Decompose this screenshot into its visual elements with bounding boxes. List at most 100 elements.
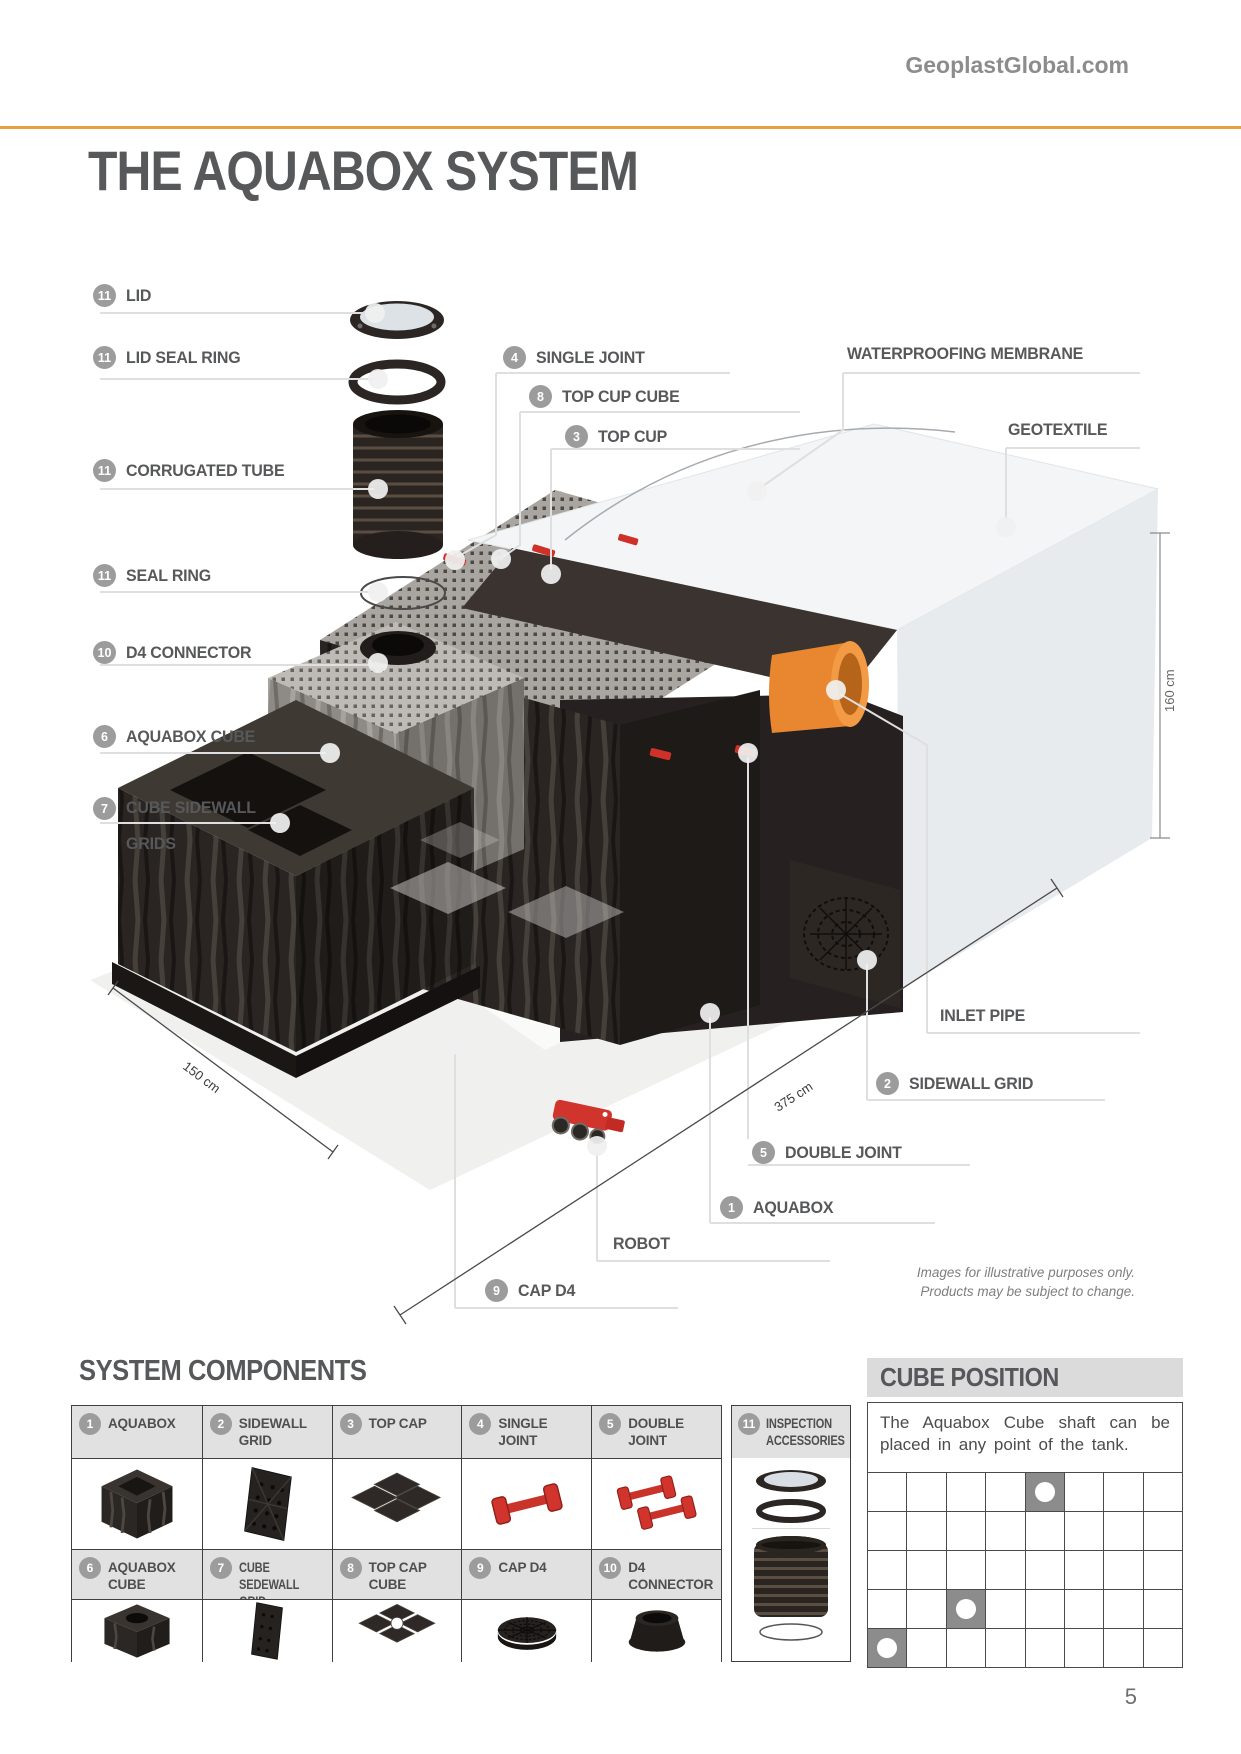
grid-cell	[946, 1551, 986, 1589]
number-badge: 4	[503, 346, 526, 369]
number-badge: 1	[720, 1196, 743, 1219]
leader-dots	[270, 303, 1016, 1156]
callout-aquabox-cube: 6 AQUABOX CUBE	[93, 725, 263, 748]
grid-cell	[986, 1590, 1025, 1628]
grid-cell	[1064, 1590, 1104, 1628]
inlet-pipe-graphic	[769, 641, 869, 733]
grid-cell	[1143, 1551, 1182, 1589]
component-header-aquabox-cube: 6 AQUABOX CUBE	[72, 1550, 202, 1599]
aquabox-thumb-icon	[72, 1459, 202, 1549]
page-title: THE AQUABOX SYSTEM	[88, 139, 639, 202]
component-header-top-cap: 3 TOP CAP	[331, 1406, 462, 1458]
component-header-sidewall-grid: 2 SIDEWALL GRID	[201, 1406, 332, 1458]
sidewall-grid-thumb-icon	[201, 1459, 332, 1549]
crate-wall-right	[620, 690, 760, 1045]
callout-inlet-pipe: INLET PIPE	[940, 1006, 1026, 1025]
cube-shaft-marker-icon	[955, 1599, 976, 1619]
callout-single-joint: 4 SINGLE JOINT	[503, 346, 652, 369]
grid-cell	[986, 1473, 1025, 1511]
component-header-single-joint: 4 SINGLE JOINT	[461, 1406, 592, 1458]
cube-shaft-marker-icon	[1034, 1482, 1055, 1502]
divider	[752, 1528, 830, 1529]
cube-position-description: The Aquabox Cube shaft can be placed in …	[880, 1413, 1170, 1455]
number-badge: 6	[93, 725, 116, 748]
seal-ring-icon	[759, 1623, 823, 1641]
component-header-aquabox: 1 AQUABOX	[72, 1406, 202, 1458]
system-components-heading: SYSTEM COMPONENTS	[79, 1355, 367, 1387]
grid-cell	[1104, 1590, 1143, 1628]
leader-lines	[100, 312, 1140, 1309]
lid-seal-ring-icon	[756, 1499, 826, 1523]
grid-cell	[1025, 1551, 1064, 1589]
callout-lid: 11 LID	[93, 284, 153, 307]
grid-cell	[907, 1512, 946, 1550]
double-joint-thumb-icon	[591, 1459, 721, 1549]
number-badge: 7	[93, 797, 116, 820]
grid-cell	[1104, 1473, 1143, 1511]
cube-shaft-marker-icon	[877, 1638, 898, 1658]
grid-cell	[986, 1512, 1025, 1550]
callout-corrugated-tube: 11 CORRUGATED TUBE	[93, 459, 295, 482]
d4-connector-thumb-icon	[591, 1600, 721, 1662]
grid-cell	[1104, 1512, 1143, 1550]
corrugated-tube-icon	[754, 1536, 828, 1617]
aquabox-stack-left	[112, 700, 480, 1078]
top-cap-thumb-icon	[331, 1459, 462, 1549]
components-table: 1 AQUABOX 2 SIDEWALL GRID 3 TOP CAP 4 SI…	[71, 1405, 722, 1662]
grid-cell	[1104, 1551, 1143, 1589]
component-header-cube-sedewall-grid: 7 CUBE SEDEWALL GRID	[201, 1550, 332, 1599]
callout-seal-ring: 11 SEAL RING	[93, 564, 216, 587]
number-badge: 3	[565, 425, 588, 448]
grid-cell	[868, 1551, 907, 1589]
grid-cell	[907, 1590, 946, 1628]
inspection-accessories-column: 11 INSPECTION ACCESSORIES	[731, 1405, 851, 1662]
grid-cell	[907, 1629, 946, 1667]
component-header-d4-connector: 10 D4 CONNECTOR	[591, 1550, 721, 1599]
component-header-cap-d4: 9 CAP D4	[461, 1550, 592, 1599]
grid-cell	[1104, 1629, 1143, 1667]
dim-height-label: 160 cm	[1162, 669, 1177, 712]
number-badge: 11	[93, 284, 116, 307]
grid-cell	[946, 1629, 986, 1667]
callout-waterproofing-membrane: WATERPROOFING MEMBRANE	[847, 344, 1084, 363]
grid-cell	[907, 1551, 946, 1589]
dim-length-label: 375 cm	[771, 1079, 815, 1115]
cap-d4-thumb-icon	[461, 1600, 592, 1662]
single-joint-thumb-icon	[461, 1459, 592, 1549]
ghost-caps	[390, 822, 624, 938]
top-cap-cube-thumb-icon	[331, 1600, 462, 1662]
cube-position-heading: CUBE POSITION	[880, 1362, 1059, 1392]
exploded-shaft-parts	[348, 301, 446, 665]
grid-cell	[1025, 1629, 1064, 1667]
component-header-double-joint: 5 DOUBLE JOINT	[591, 1406, 721, 1458]
grid-cell	[868, 1590, 907, 1628]
component-header-top-cap-cube: 8 TOP CAP CUBE	[331, 1550, 462, 1599]
grid-cell	[1143, 1473, 1182, 1511]
callout-top-cup: 3 TOP CUP	[565, 425, 672, 448]
grid-cell	[868, 1473, 907, 1511]
callout-double-joint: 5 DOUBLE JOINT	[752, 1141, 909, 1164]
number-badge: 11	[93, 459, 116, 482]
illustrative-note: Images for illustrative purposes only. P…	[916, 1265, 1135, 1299]
cable-line	[564, 427, 956, 541]
callout-cube-sidewall-grids: 7 CUBE SIDEWALL GRIDS	[93, 797, 276, 862]
page-number: 5	[1124, 1684, 1137, 1709]
grid-cell	[946, 1590, 986, 1628]
callout-d4-connector: 10 D4 CONNECTOR	[93, 641, 259, 664]
aquabox-cube-thumb-icon	[72, 1600, 202, 1662]
callout-sidewall-grid: 2 SIDEWALL GRID	[876, 1072, 1041, 1095]
number-badge: 10	[93, 641, 116, 664]
cube-position-grid	[867, 1472, 1183, 1668]
site-link[interactable]: GeoplastGlobal.com	[905, 52, 1129, 78]
grid-cell	[1064, 1629, 1104, 1667]
number-badge: 11	[93, 564, 116, 587]
cube-position-heading-bar: CUBE POSITION	[867, 1358, 1183, 1397]
grid-cell	[1143, 1629, 1182, 1667]
grid-cell	[907, 1473, 946, 1511]
number-badge: 11	[93, 346, 116, 369]
grid-cell	[946, 1512, 986, 1550]
callout-top-cup-cube: 8 TOP CUP CUBE	[529, 385, 687, 408]
dim-width-label: 150 cm	[180, 1058, 223, 1096]
